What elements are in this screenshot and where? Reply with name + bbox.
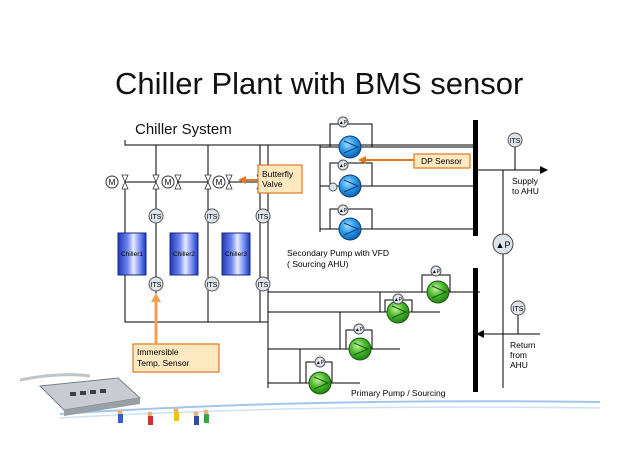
pressure-sensor-label: ▲P	[339, 208, 348, 214]
its-label: ITS	[513, 306, 524, 313]
butterfly-valve-icon	[152, 174, 160, 190]
pressure-sensor-label: ▲P	[394, 297, 403, 303]
primary-pump-3: ▲P	[348, 323, 372, 361]
immersible-callout-box	[132, 343, 220, 373]
motor-icon	[105, 175, 119, 189]
pressure-sensor-icon	[353, 323, 365, 335]
its-sensor-bottom-2: ITS	[204, 276, 220, 292]
immersible-callout-line2: Temp. Sensor	[137, 358, 190, 368]
pressure-sensor-icon	[314, 356, 326, 368]
butterfly-valve-icon	[174, 174, 182, 190]
chiller-body	[221, 232, 251, 276]
its-label: ITS	[510, 138, 521, 145]
arrowhead-icon	[151, 293, 161, 302]
immersible-callout-line1: Immersible	[137, 347, 179, 357]
return-label-line3: AHU	[510, 360, 528, 370]
its-sensor-supply: ITS	[507, 132, 523, 148]
arrowhead-icon	[238, 176, 246, 184]
primary-header-bar	[473, 268, 478, 392]
pressure-sensor-icon	[328, 182, 338, 192]
secondary-pump-label-line2: ( Sourcing AHU)	[287, 259, 349, 269]
supply-label-line2: to AHU	[512, 186, 539, 196]
its-label: ITS	[258, 282, 269, 289]
its-sensor-top-1: ITS	[148, 208, 164, 224]
return-label-line1: Return	[510, 340, 536, 350]
dp-sensor-callout-text: DP Sensor	[421, 156, 462, 166]
pressure-sensor-icon	[337, 204, 349, 216]
pressure-sensor-label: ▲P	[432, 269, 441, 275]
motor-valve-1: M	[105, 175, 119, 189]
pressure-sensor-label: ▲P	[339, 163, 348, 169]
secondary-pump-1: ▲P	[337, 116, 362, 159]
dp-sensor-icon	[492, 233, 514, 255]
its-sensor-return: ITS	[510, 300, 526, 316]
chiller-body	[169, 232, 199, 276]
its-sensor-top-2: ITS	[204, 208, 220, 224]
pressure-sensor-label: ▲P	[316, 360, 325, 366]
primary-pump-label: Primary Pump / Sourcing	[351, 388, 446, 398]
secondary-pump-2: ▲P	[337, 159, 362, 198]
motor-valve-2: M	[161, 175, 175, 189]
its-sensor-bottom-1: ITS	[148, 276, 164, 292]
chiller-label: Chiller3	[225, 251, 247, 258]
dp-sensor-label: ▲P	[496, 240, 511, 250]
pressure-sensor-label: ▲P	[339, 120, 348, 126]
butterfly-callout-box	[257, 164, 303, 194]
its-label: ITS	[151, 214, 162, 221]
primary-pump-2: ▲P	[386, 293, 410, 324]
slide-title: Chiller Plant with BMS sensor	[115, 66, 524, 101]
supply-arrow-icon	[540, 166, 548, 174]
motor-icon	[212, 175, 226, 189]
return-arrow-icon	[476, 330, 484, 338]
secondary-header-bar	[473, 120, 478, 236]
motor-label: M	[216, 178, 223, 187]
footer-stripe	[59, 400, 601, 415]
line-dp-sensor: ▲P	[492, 233, 514, 255]
chiller-label: Chiller2	[173, 251, 195, 258]
pressure-sensor-label: ▲P	[355, 327, 364, 333]
its-label: ITS	[207, 214, 218, 221]
footer-decoration	[19, 373, 601, 425]
butterfly-valve-icon	[121, 174, 129, 190]
butterfly-valve-icon	[225, 174, 233, 190]
return-label-line2: from	[510, 350, 527, 360]
butterfly-callout-line1: Butterfly	[262, 169, 294, 179]
its-sensors: ITS ITS ITS ITS ITS ITS ITS ITS	[148, 132, 526, 316]
chiller-system-label: Chiller System	[135, 121, 232, 138]
motor-label: M	[109, 178, 116, 187]
its-label: ITS	[151, 282, 162, 289]
chiller-body	[117, 232, 147, 276]
primary-pump-1: ▲P	[426, 265, 450, 304]
chiller-label: Chiller1	[121, 251, 143, 258]
pressure-sensor-icon	[430, 265, 442, 277]
chiller-3: Chiller3	[221, 232, 251, 276]
secondary-pump-3: ▲P	[337, 204, 362, 241]
footer-stripe	[59, 406, 601, 419]
its-label: ITS	[258, 214, 269, 221]
butterfly-valve-icon	[204, 174, 212, 190]
pressure-sensor-icon	[392, 293, 404, 305]
people-figures-icon	[117, 407, 209, 425]
arrowhead-icon	[358, 156, 366, 164]
its-label: ITS	[207, 282, 218, 289]
primary-pump-4: ▲P	[308, 356, 332, 395]
motor-valve-3: M	[212, 175, 226, 189]
pressure-sensor-icon	[337, 159, 349, 171]
pressure-sensor-icon	[337, 116, 349, 128]
chiller-2: Chiller2	[169, 232, 199, 276]
butterfly-callout-line2: Valve	[262, 179, 283, 189]
secondary-pump-label-line1: Secondary Pump with VFD	[287, 248, 389, 258]
motor-icon	[161, 175, 175, 189]
its-sensor-bottom-3: ITS	[255, 276, 271, 292]
supply-label-line1: Supply	[512, 176, 539, 186]
its-sensor-top-3: ITS	[255, 208, 271, 224]
chiller-1: Chiller1	[117, 232, 147, 276]
motor-label: M	[165, 178, 172, 187]
